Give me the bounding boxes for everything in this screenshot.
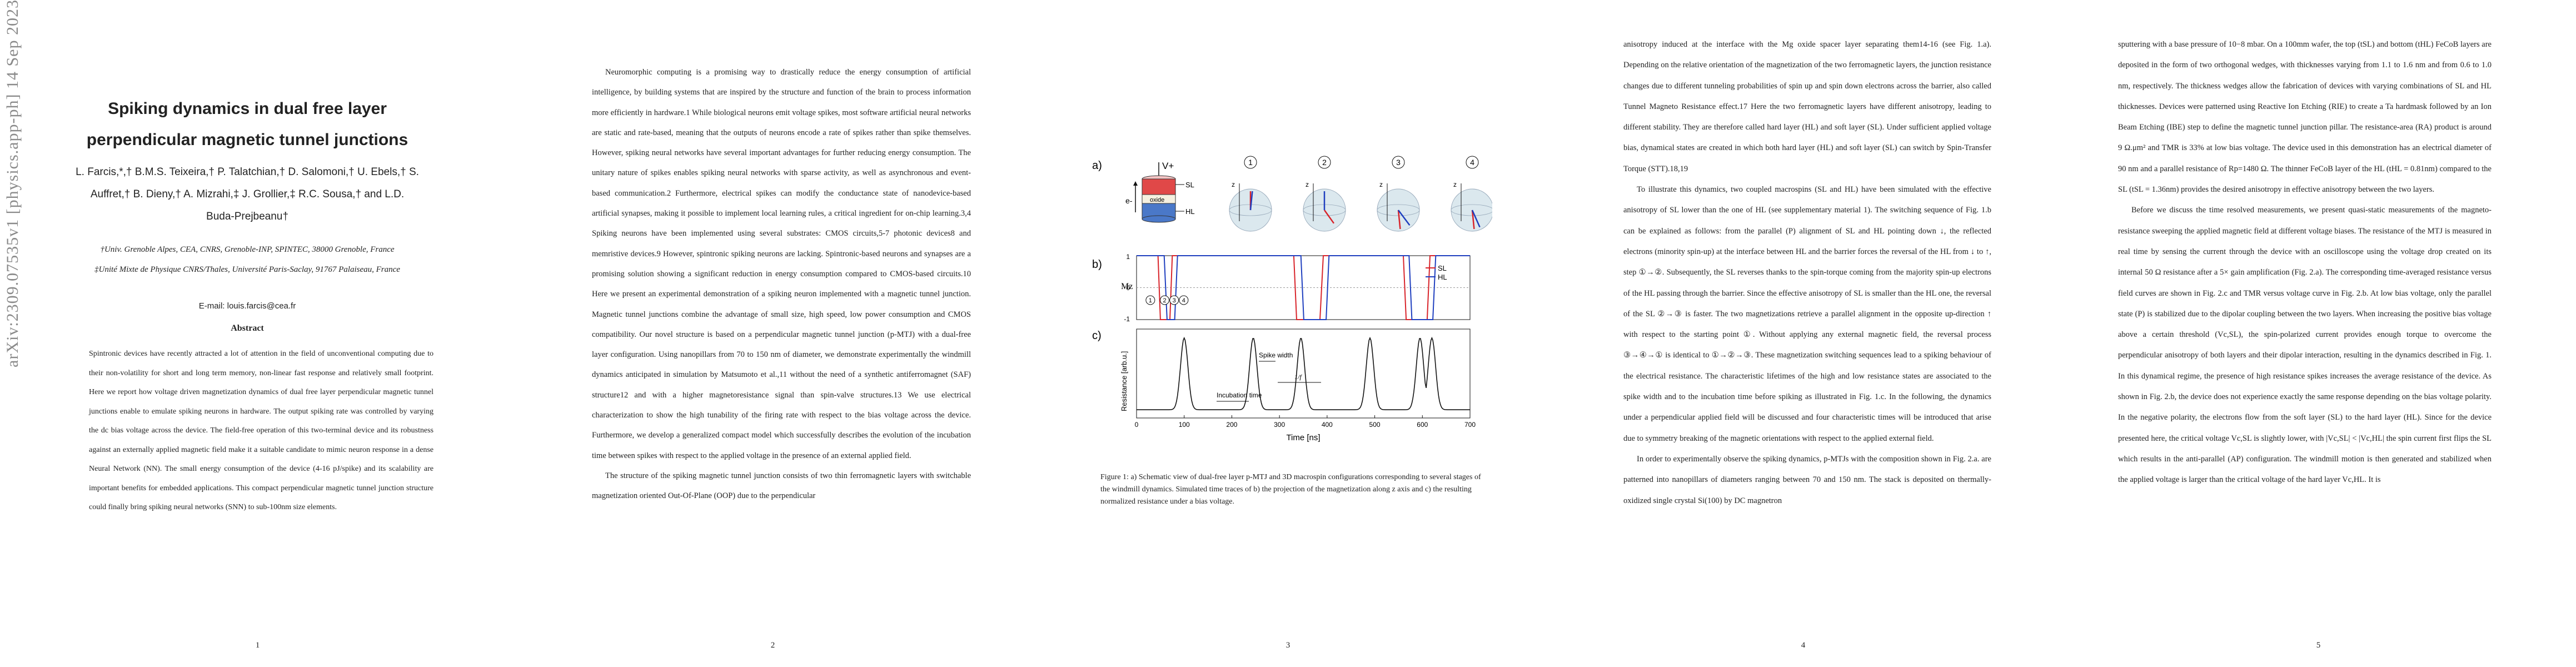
axis-z: z — [1232, 181, 1235, 188]
x-axis-ticks: 0 100 200 300 400 500 600 700 — [1135, 415, 1476, 429]
x-tick-label: 400 — [1322, 421, 1333, 429]
body-text: anisotropy induced at the interface with… — [1623, 34, 1991, 511]
hl-vector — [1471, 210, 1481, 228]
page-number: 2 — [770, 641, 775, 650]
paragraph: To illustrate this dynamics, two coupled… — [1623, 185, 1991, 443]
x-tick-label: 0 — [1135, 421, 1139, 429]
page-number: 5 — [2316, 641, 2321, 650]
paragraph: In order to experimentally observe the s… — [1623, 454, 1991, 505]
affiliation-2: ‡Unité Mixte de Physique CNRS/Thales, Un… — [94, 265, 400, 274]
vplus-label: V+ — [1162, 161, 1174, 171]
abstract-heading: Abstract — [231, 323, 264, 333]
hl-vector — [1249, 191, 1253, 211]
paragraph: Neuromorphic computing is a promising wa… — [592, 68, 971, 460]
paragraph: Before we discuss the time resolved meas… — [2118, 206, 2492, 485]
sl-label: SL — [1185, 181, 1194, 189]
sphere-label: 2 — [1322, 158, 1327, 167]
step-label: 1 — [1149, 297, 1152, 304]
page-2: Neuromorphic computing is a promising wa… — [515, 0, 1030, 667]
resistance-trace — [1137, 336, 1470, 410]
spike-width-label: Spike width — [1259, 351, 1293, 359]
paragraph: anisotropy induced at the interface with… — [1623, 40, 1991, 173]
step-label: 3 — [1173, 297, 1176, 304]
legend-label-hl: HL — [1438, 273, 1447, 281]
hl-label: HL — [1185, 207, 1195, 216]
page-number: 4 — [1801, 641, 1806, 650]
figure-caption: Figure 1: a) Schematic view of dual-free… — [1100, 473, 1481, 506]
page-1: arXiv:2309.07535v1 [physics.app-ph] 14 S… — [0, 0, 515, 667]
step-marker — [1160, 295, 1170, 305]
step-label: 4 — [1182, 297, 1185, 304]
sphere-label: 3 — [1396, 158, 1401, 167]
body-text: Neuromorphic computing is a promising wa… — [592, 62, 971, 506]
resistance-axis-label: Resistance [arb.u.] — [1120, 351, 1128, 411]
body-text: sputtering with a base pressure of 10−8 … — [2118, 34, 2492, 491]
y-tick: -1 — [1124, 315, 1130, 323]
mz-axis-label: Mz — [1121, 282, 1133, 291]
axis-z: z — [1379, 181, 1383, 188]
soft-layer — [1142, 178, 1176, 195]
paragraph: The structure of the spiking magnetic tu… — [592, 471, 971, 501]
y-tick: 0 — [1126, 284, 1130, 292]
x-tick-label: 300 — [1274, 421, 1285, 429]
affiliation-1: †Univ. Grenoble Alpes, CEA, CNRS, Grenob… — [100, 245, 395, 254]
sphere-label: 1 — [1248, 158, 1253, 167]
axis-z: z — [1306, 181, 1309, 188]
macrospin-spheres: 1 z 2 z 3 z 4 z — [1229, 156, 1492, 232]
period-label: 1/f — [1294, 373, 1302, 381]
sl-vector — [1397, 210, 1401, 230]
step-label: 2 — [1163, 297, 1167, 304]
x-tick-label: 500 — [1369, 421, 1381, 429]
panel-c-label: c) — [1092, 330, 1102, 342]
figure-1: a) V+ oxide SL HL e- 1 z 2 z 3 z 4 z b) Mz 1 0 … — [1092, 156, 1492, 442]
arxiv-sidebar: arXiv:2309.07535v1 [physics.app-ph] 14 S… — [3, 0, 22, 367]
electron-label: e- — [1125, 196, 1133, 205]
sl-vector — [1323, 210, 1335, 224]
panel-a-label: a) — [1092, 160, 1102, 172]
legend-label-sl: SL — [1438, 264, 1447, 272]
page-number: 1 — [255, 641, 260, 650]
time-axis-label: Time [ns] — [1286, 433, 1320, 442]
page-4: anisotropy induced at the interface with… — [1546, 0, 2061, 667]
paper-title: Spiking dynamics in dual free layer perp… — [86, 99, 408, 149]
page-5: sputtering with a base pressure of 10−8 … — [2061, 0, 2576, 667]
panel-c-resistance-plot: Resistance [arb.u.] Time [ns] 0 100 200 300… — [1120, 328, 1476, 442]
x-tick-label: 200 — [1226, 421, 1237, 429]
axis-z: z — [1453, 181, 1457, 188]
panel-b-label: b) — [1092, 258, 1102, 271]
panel-c-frame — [1136, 328, 1471, 419]
incubation-label: Incubation time — [1217, 391, 1262, 399]
page-number: 3 — [1285, 641, 1291, 650]
sphere-label: 4 — [1470, 158, 1474, 167]
step-marker — [1179, 295, 1189, 305]
hl-vector — [1398, 210, 1411, 226]
step-marker — [1169, 295, 1179, 305]
email-line[interactable]: E-mail: louis.farcis@cea.fr — [198, 301, 296, 311]
sl-vector — [1471, 210, 1475, 230]
abstract-text: Spintronic devices have recently attract… — [89, 350, 434, 511]
paragraph: sputtering with a base pressure of 10−8 … — [2118, 40, 2492, 195]
step-marker — [1145, 295, 1155, 305]
author-list: L. Farcis,*,† B.M.S. Teixeira,† P. Talat… — [76, 166, 419, 222]
y-tick: 1 — [1126, 253, 1130, 261]
x-tick-label: 700 — [1464, 421, 1476, 429]
macrospin-sphere — [1451, 188, 1492, 232]
x-tick-label: 600 — [1417, 421, 1428, 429]
arxiv-id[interactable]: arXiv:2309.07535v1 [physics.app-ph] 14 S… — [3, 0, 22, 367]
series-line-hl — [1137, 255, 1470, 320]
x-tick-label: 100 — [1179, 421, 1190, 429]
oxide-label: oxide — [1150, 197, 1164, 203]
mtj-schematic: V+ oxide SL HL e- — [1125, 161, 1195, 223]
page-3: 3 — [1030, 0, 1546, 667]
